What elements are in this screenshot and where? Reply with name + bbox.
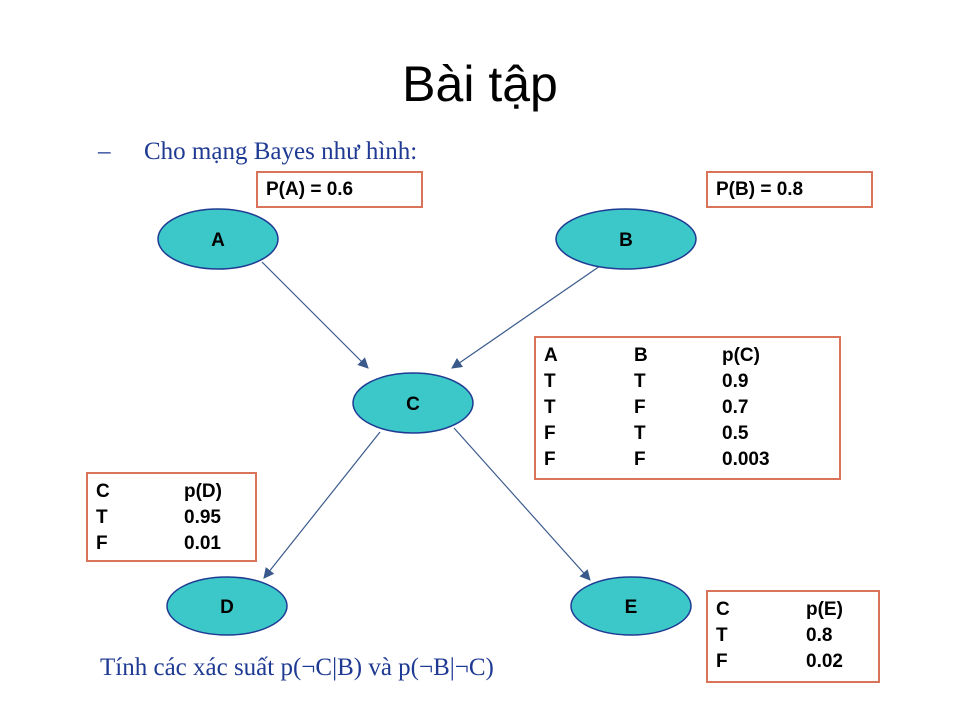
node-d: D: [166, 576, 288, 636]
node-a-label: A: [211, 230, 225, 251]
cpt-d-header-c: C: [96, 481, 110, 502]
edge-c-d: [263, 431, 381, 579]
cpt-e-header-c: C: [716, 599, 730, 620]
cpt-e-row: F 0.02: [708, 649, 878, 675]
cpt-c-row: F F 0.003: [536, 447, 839, 473]
cpt-d-cell: 0.01: [184, 533, 221, 554]
question-text: Tính các xác suất p(¬C|B) và p(¬B|¬C): [100, 654, 494, 681]
prior-a-box: P(A) = 0.6: [256, 171, 423, 208]
cpt-d-table: C p(D) T 0.95 F 0.01: [86, 472, 257, 562]
cpt-c-row: T F 0.7: [536, 395, 839, 421]
prior-b-text: P(B) = 0.8: [716, 179, 804, 200]
cpt-c-cell: T: [634, 371, 646, 392]
prior-a-text: P(A) = 0.6: [266, 179, 354, 200]
cpt-c-row: F T 0.5: [536, 421, 839, 447]
cpt-c-row: T T 0.9: [536, 369, 839, 395]
cpt-d-cell: T: [96, 507, 108, 528]
cpt-c-cell: F: [634, 449, 646, 470]
node-b: B: [555, 208, 697, 270]
cpt-e-table: C p(E) T 0.8 F 0.02: [706, 590, 880, 683]
cpt-d-row: T 0.95: [88, 505, 255, 531]
cpt-c-cell: 0.9: [722, 371, 749, 392]
node-d-label: D: [220, 597, 234, 618]
slide-title: Bài tập: [402, 56, 558, 112]
cpt-c-cell: T: [634, 423, 646, 444]
bullet-dash: –: [98, 138, 111, 165]
cpt-c-cell: F: [634, 397, 646, 418]
cpt-e-cell: F: [716, 651, 728, 672]
cpt-c-cell: T: [544, 371, 556, 392]
prior-b-box: P(B) = 0.8: [706, 171, 873, 208]
edge-c-e: [453, 427, 591, 581]
edge-b-c: [451, 265, 601, 369]
cpt-d-cell: F: [96, 533, 108, 554]
cpt-c-cell: F: [544, 449, 556, 470]
edge-a-c: [261, 261, 369, 369]
node-a: A: [157, 208, 279, 270]
cpt-c-table: A B p(C) T T 0.9 T F 0.7 F T 0.5 F F 0.0…: [534, 336, 841, 480]
cpt-d-row: F 0.01: [88, 531, 255, 557]
cpt-e-header: C p(E): [708, 597, 878, 623]
intro-text: Cho mạng Bayes như hình:: [144, 138, 418, 165]
node-e: E: [570, 576, 692, 636]
cpt-e-header-pe: p(E): [806, 599, 843, 620]
node-e-label: E: [625, 597, 638, 618]
cpt-e-cell: 0.8: [806, 625, 833, 646]
node-c-label: C: [406, 394, 420, 415]
cpt-d-header: C p(D): [88, 479, 255, 505]
cpt-e-cell: 0.02: [806, 651, 843, 672]
cpt-c-header-pc: p(C): [722, 345, 760, 366]
cpt-d-cell: 0.95: [184, 507, 221, 528]
cpt-c-cell: 0.5: [722, 423, 749, 444]
cpt-c-cell: 0.7: [722, 397, 749, 418]
cpt-c-header-a: A: [544, 345, 558, 366]
cpt-e-cell: T: [716, 625, 728, 646]
cpt-c-cell: F: [544, 423, 556, 444]
node-c: C: [352, 372, 474, 434]
node-b-label: B: [619, 230, 633, 251]
intro-line: – Cho mạng Bayes như hình:: [98, 138, 417, 166]
cpt-d-header-pd: p(D): [184, 481, 222, 502]
cpt-c-header-b: B: [634, 345, 648, 366]
cpt-c-cell: 0.003: [722, 449, 770, 470]
cpt-c-header: A B p(C): [536, 343, 839, 369]
cpt-c-cell: T: [544, 397, 556, 418]
cpt-e-row: T 0.8: [708, 623, 878, 649]
